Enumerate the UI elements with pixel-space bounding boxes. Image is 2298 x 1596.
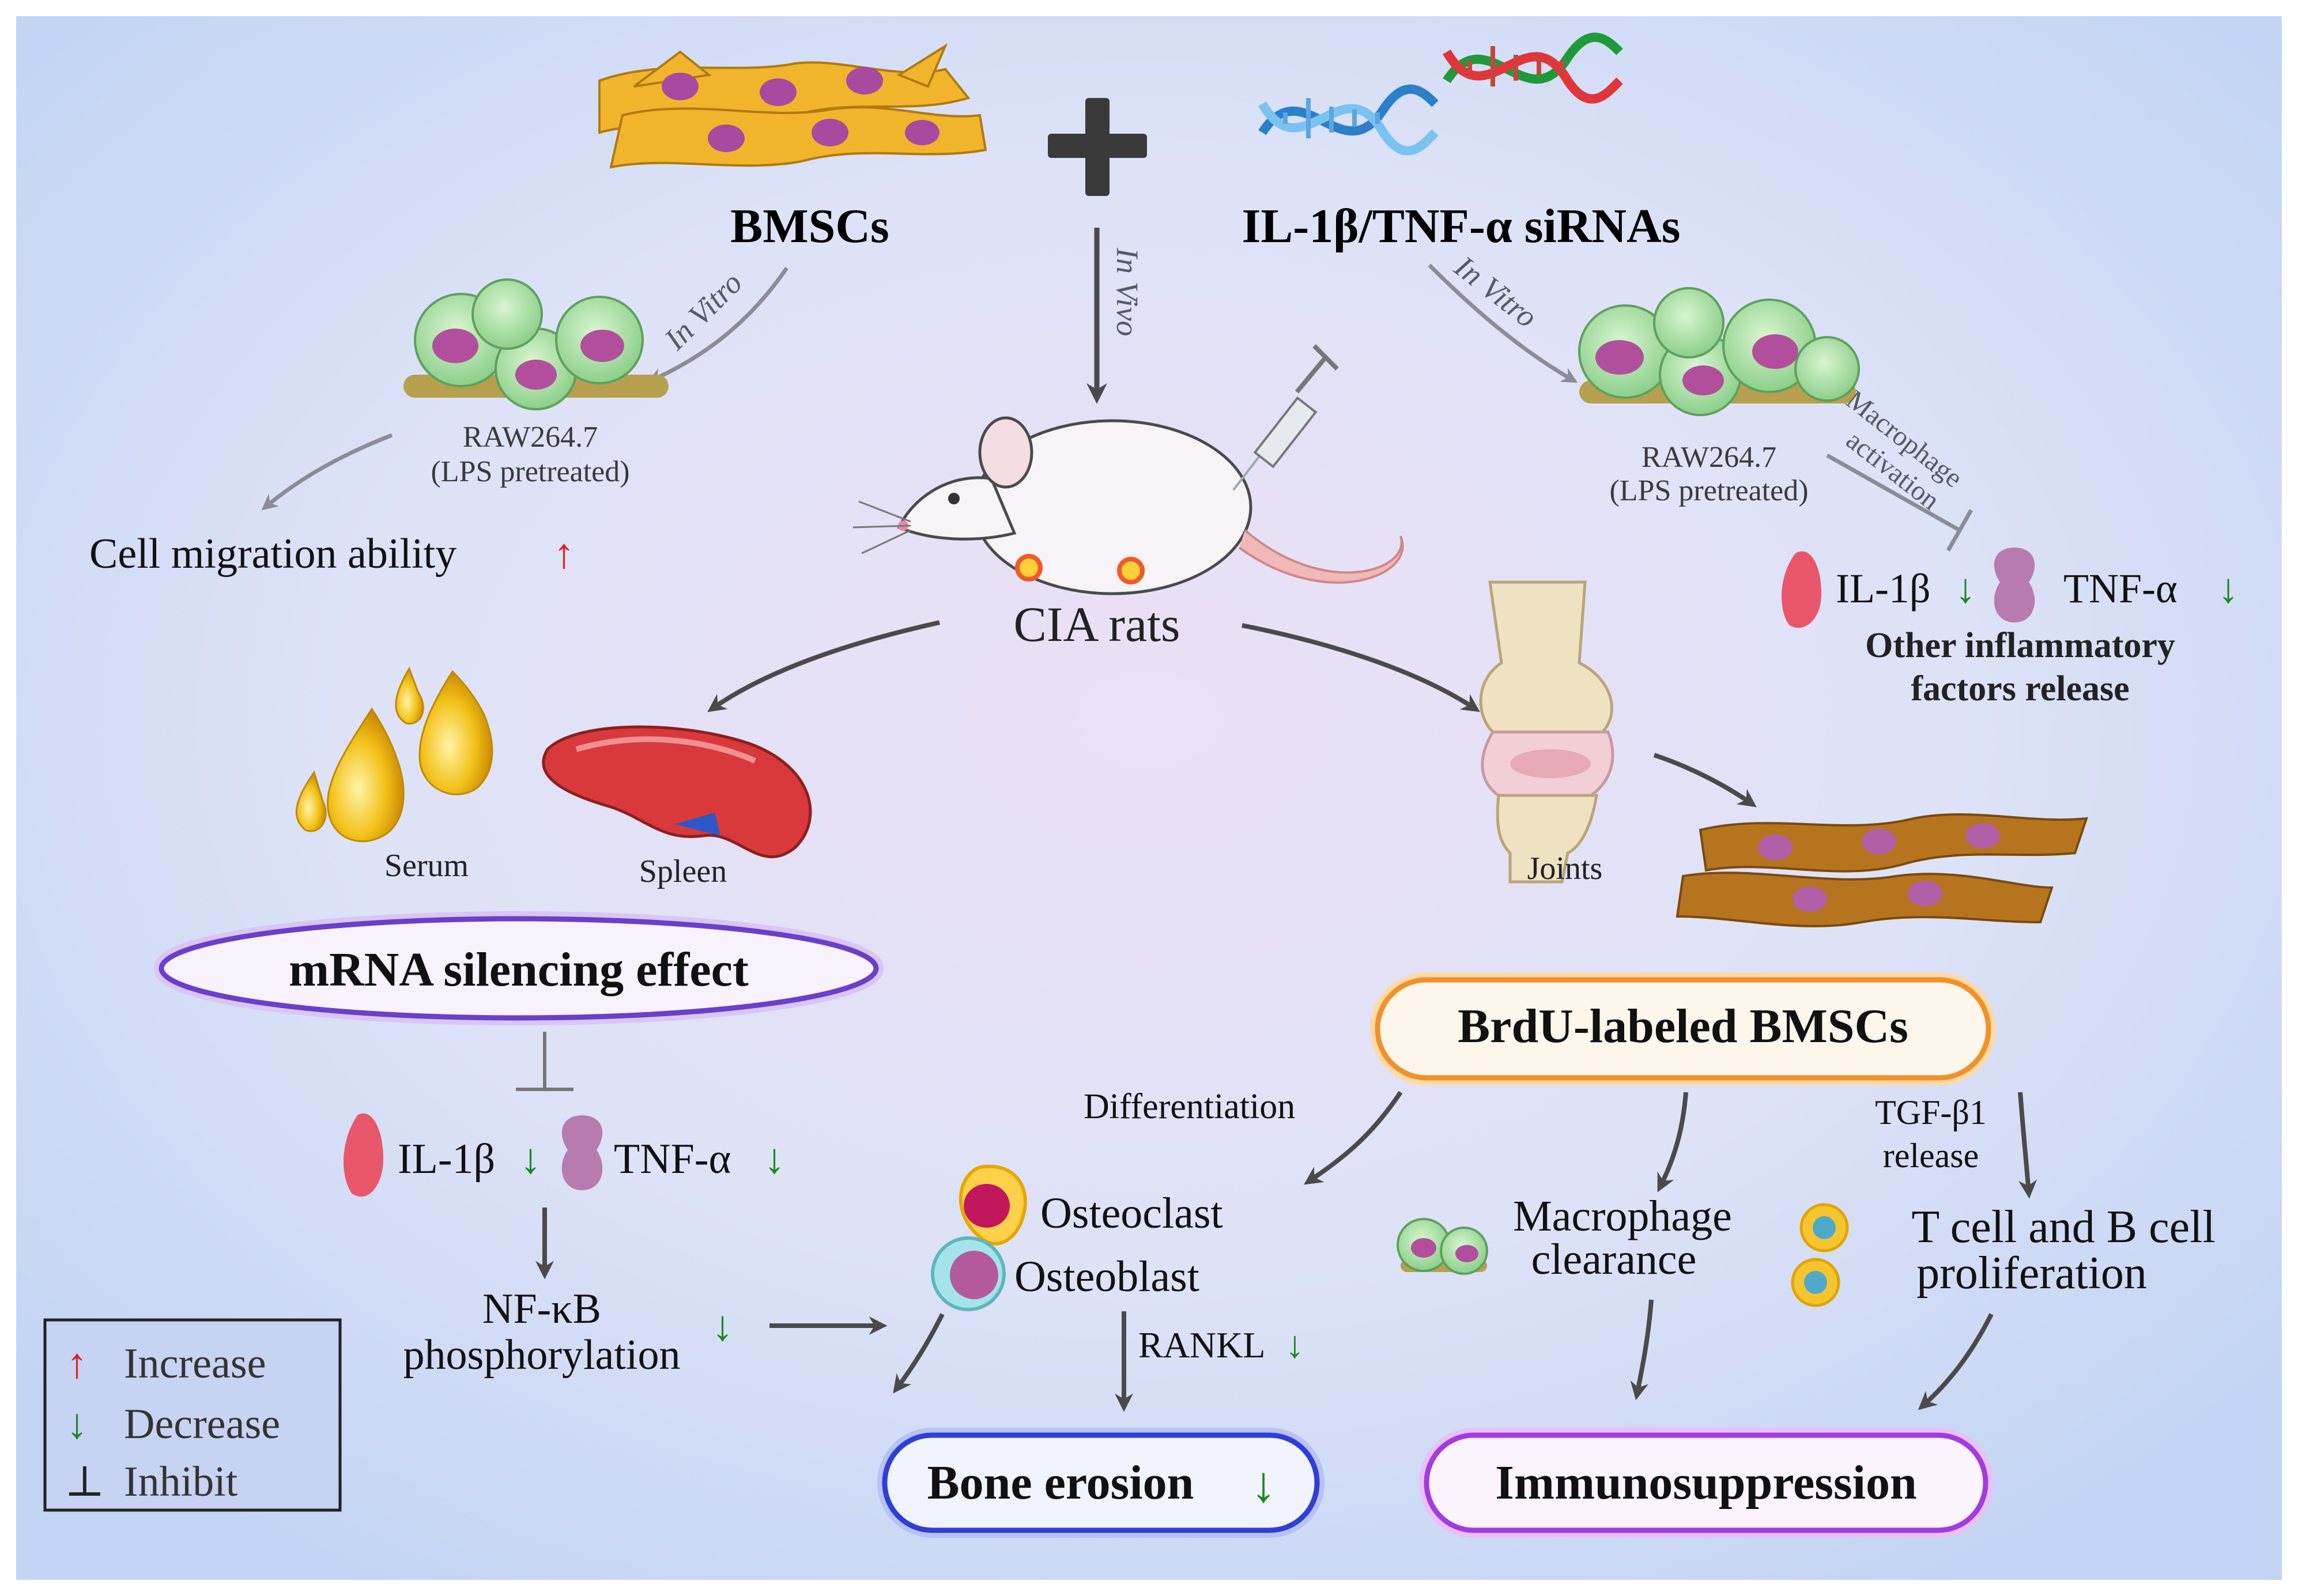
il1b-left-label: IL-1β [398, 1135, 495, 1183]
tnfa-right-label: TNF-α [2063, 565, 2178, 612]
il1b-right-label: IL-1β [1836, 565, 1931, 612]
raw-left-line2: (LPS pretreated) [431, 455, 629, 488]
raw-right-line2: (LPS pretreated) [1609, 474, 1808, 507]
brdu-label: BrdU-labeled BMSCs [1458, 999, 1908, 1053]
arrow-to-macrophage [1657, 1092, 1688, 1193]
arrow-cia-to-joints [1242, 623, 1480, 712]
joints-label: Joints [1527, 851, 1603, 886]
arrow-macrophage-to-immuno [1630, 1299, 1654, 1401]
plus-icon [1048, 98, 1147, 196]
mrna-silencing-label: mRNA silencing effect [289, 943, 749, 997]
raw-cell-cluster-right-icon [1578, 287, 1860, 416]
tnfa-left-label: TNF-α [614, 1135, 731, 1183]
il1b-protein-icon-right [1782, 551, 1821, 628]
legend-increase-label: Increase [124, 1340, 266, 1387]
increase-arrow-migration: ↑ [553, 530, 575, 578]
legend: ↑ Increase ↓ Decrease ⊥ Inhibit [43, 1318, 342, 1512]
arrow-osteoblast-to-bone [893, 1313, 945, 1394]
inhibit-symbol-silencing [516, 1032, 573, 1091]
legend-decrease-arrow: ↓ [66, 1401, 88, 1448]
bmscs-cell-cluster-icon [598, 43, 987, 169]
knee-joint-icon [1479, 580, 1614, 884]
bone-erosion-label: Bone erosion [927, 1456, 1194, 1510]
tcell-line2: proliferation [1916, 1248, 2147, 1299]
sirna-helix-icon [1258, 32, 1623, 156]
legend-increase-arrow: ↑ [66, 1340, 88, 1387]
arrow-raw-to-migration [261, 433, 393, 511]
decrease-arrow-nfkb: ↓ [712, 1303, 733, 1350]
tcell-line1: T cell and B cell [1911, 1202, 2215, 1252]
decrease-arrow-rankl: ↓ [1285, 1324, 1304, 1366]
raw-right-line1: RAW264.7 [1642, 441, 1776, 474]
bmscs-label: BMSCs [730, 199, 889, 253]
arrow-cia-to-serum [707, 620, 940, 712]
spleen-label: Spleen [639, 854, 727, 889]
tgf-line1: TGF-β1 [1875, 1093, 1987, 1131]
decrease-arrow-bone: ↓ [1251, 1457, 1276, 1513]
syringe-icon [1232, 344, 1339, 491]
immunosuppression-box [1419, 1428, 1993, 1538]
serum-drops-icon [295, 666, 493, 843]
brdu-cell-cluster-icon [1676, 813, 2088, 927]
arrow-sirna-to-raw [1428, 263, 1578, 383]
cia-rats-label: CIA rats [1013, 597, 1180, 652]
tgf-line2: release [1883, 1137, 1979, 1175]
in-vivo-label: In Vivo [1110, 247, 1145, 336]
tnfa-protein-icon-left [561, 1115, 603, 1190]
differentiation-label: Differentiation [1084, 1087, 1295, 1126]
arrow-bmsc-to-raw [647, 267, 788, 383]
rat-icon [852, 416, 1404, 595]
inhibit-macrophage-activation [1826, 453, 1974, 552]
spleen-icon [542, 725, 812, 859]
il1b-protein-icon-left [344, 1113, 383, 1197]
brdu-bmscs-box [1370, 972, 1996, 1085]
arrow-to-osteoclast [1304, 1091, 1403, 1185]
arrow-tcell-to-immuno [1918, 1313, 1994, 1410]
sirna-label: IL-1β/TNF-α siRNAs [1242, 199, 1681, 253]
nfkb-line2: phosphorylation [403, 1331, 681, 1379]
decrease-arrow-il1b-right: ↓ [1955, 565, 1976, 612]
osteoclast-label: Osteoclast [1040, 1189, 1223, 1237]
migration-label: Cell migration ability [89, 530, 456, 578]
arrow-to-tcell [2018, 1092, 2037, 1199]
immunosuppression-label: Immunosuppression [1495, 1456, 1916, 1510]
legend-inhibit-label: Inhibit [124, 1458, 238, 1506]
macrophage-line1: Macrophage [1513, 1192, 1732, 1240]
legend-decrease-label: Decrease [124, 1401, 280, 1448]
t-b-cell-icon [1791, 1203, 1849, 1307]
macrophage-line2: clearance [1531, 1235, 1697, 1284]
decrease-arrow-tnfa-right: ↓ [2218, 565, 2239, 612]
rankl-label: RANKL [1138, 1325, 1265, 1365]
other-factors-line1: Other inflammatory [1865, 626, 2175, 665]
osteoblast-label: Osteoblast [1014, 1252, 1199, 1301]
decrease-arrow-il1b-left: ↓ [520, 1135, 541, 1183]
legend-inhibit-symbol: ⊥ [65, 1458, 105, 1506]
mrna-silencing-box [154, 911, 884, 1025]
raw-left-line1: RAW264.7 [463, 421, 598, 454]
macrophage-icon [1397, 1218, 1488, 1275]
other-factors-line2: factors release [1911, 669, 2129, 708]
nfkb-line1: NF-κB [482, 1285, 601, 1333]
raw-cell-cluster-left-icon [403, 278, 669, 410]
osteoblast-icon [931, 1236, 1006, 1311]
serum-label: Serum [384, 848, 469, 884]
bone-erosion-box [877, 1428, 1325, 1538]
osteoclast-icon [959, 1164, 1027, 1246]
arrow-joint-to-brdu [1653, 753, 1757, 808]
decrease-arrow-tnfa-left: ↓ [764, 1135, 785, 1183]
tnfa-protein-icon-right [1994, 548, 2035, 622]
